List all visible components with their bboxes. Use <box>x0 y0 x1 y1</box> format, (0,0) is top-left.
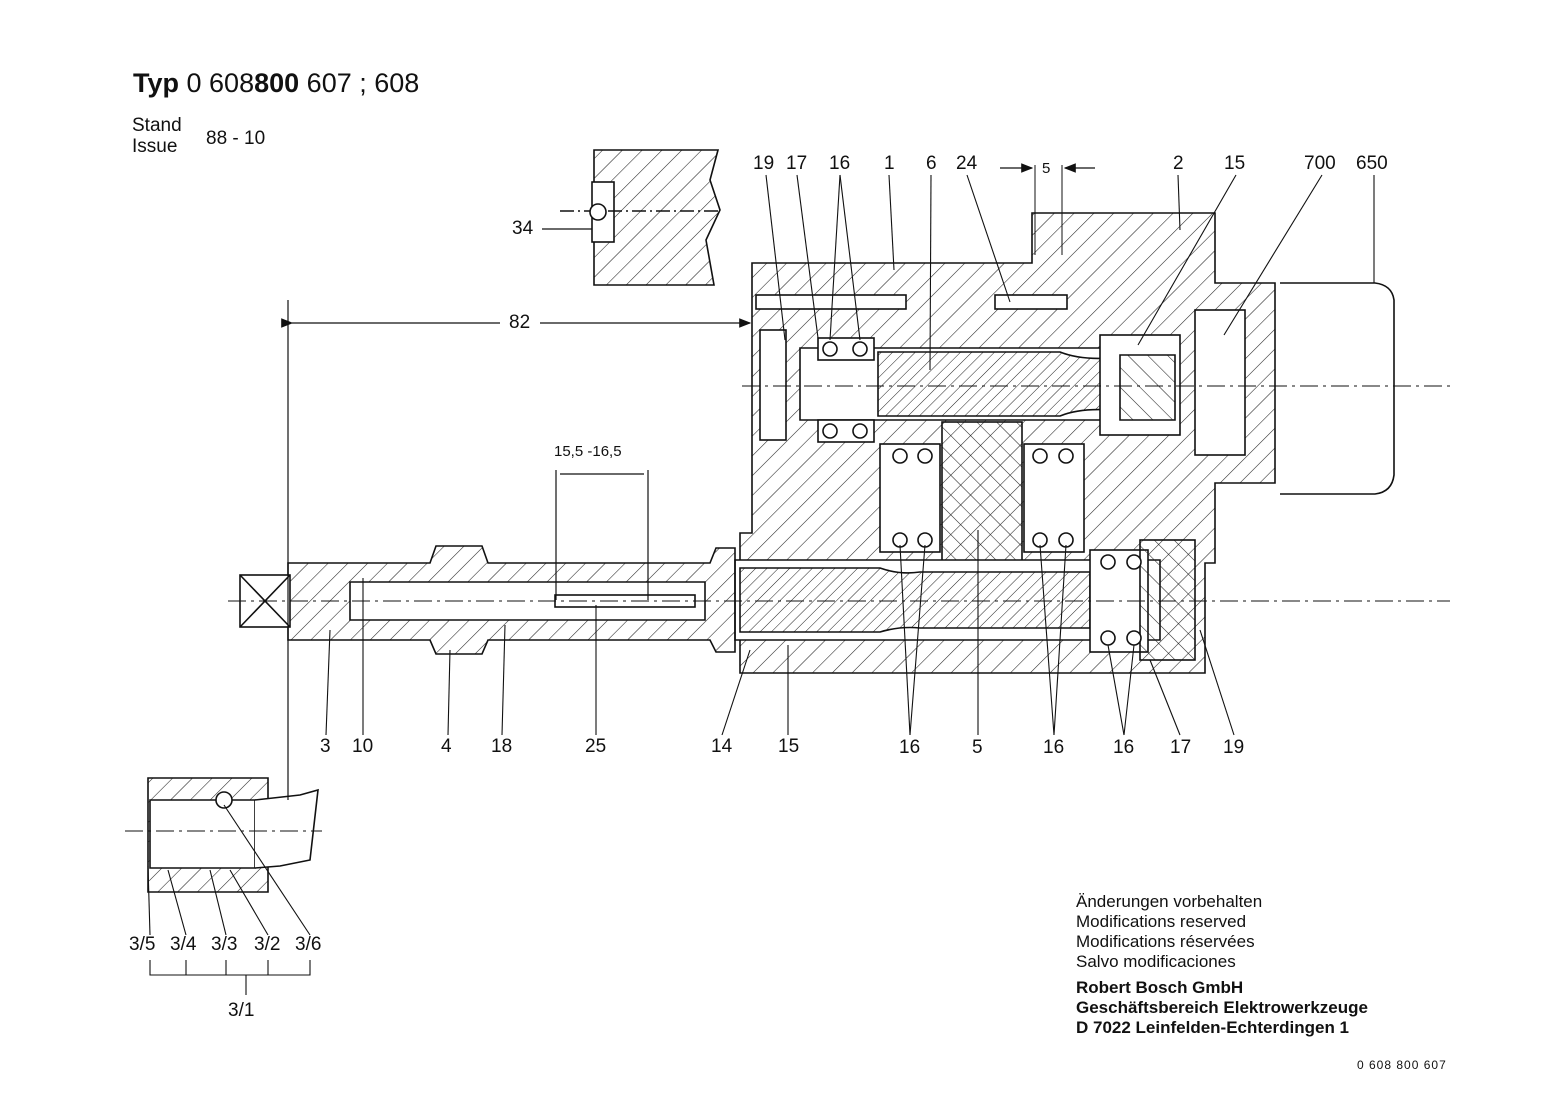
dimension-lines <box>281 163 1095 800</box>
callout-bottom-16-b: 16 <box>1043 737 1065 758</box>
typ-label: Typ <box>133 68 179 98</box>
callout-top-17: 17 <box>786 153 808 174</box>
company-address: Robert Bosch GmbH Geschäftsbereich Elekt… <box>1076 978 1368 1038</box>
callout-bottom-25: 25 <box>585 736 607 757</box>
callout-bottom-19: 19 <box>1223 737 1245 758</box>
callout-3-2: 3/2 <box>254 934 281 955</box>
callout-top-2: 2 <box>1173 153 1184 174</box>
callout-bottom-18: 18 <box>491 736 513 757</box>
callout-bottom-3: 3 <box>320 736 331 757</box>
issue-label: Issue <box>132 136 178 157</box>
callout-bottom-16-a: 16 <box>899 737 921 758</box>
spindle-assembly <box>228 545 1450 655</box>
callout-bottom-16-c: 16 <box>1113 737 1135 758</box>
drawing-title: Typ 0 608800 607 ; 608 <box>133 68 419 99</box>
notice-es: Salvo modificaciones <box>1076 952 1236 971</box>
callout-3-3: 3/3 <box>211 934 238 955</box>
callout-bottom-5: 5 <box>972 737 983 758</box>
callout-bottom-15: 15 <box>778 736 800 757</box>
callout-top-15: 15 <box>1224 153 1246 174</box>
drawing-number: 0 608 800 607 <box>1357 1058 1447 1072</box>
dimension-82: 82 <box>509 312 531 333</box>
callout-bottom-17: 17 <box>1170 737 1192 758</box>
company-name: Robert Bosch GmbH <box>1076 978 1244 997</box>
callout-bottom-10: 10 <box>352 736 374 757</box>
notice-en: Modifications reserved <box>1076 912 1247 931</box>
modifications-notice: Änderungen vorbehalten Modifications res… <box>1076 892 1262 972</box>
type-number-prefix: 0 608 <box>186 68 255 98</box>
callout-3-1: 3/1 <box>228 1000 255 1021</box>
detail-34-inset <box>560 149 721 286</box>
stand-label: Stand <box>132 115 182 136</box>
callout-34: 34 <box>512 218 534 239</box>
dimension-5: 5 <box>1042 160 1051 177</box>
bearing-balls <box>822 341 1142 646</box>
callout-top-24: 24 <box>956 153 978 174</box>
callout-3-5: 3/5 <box>129 934 156 955</box>
callout-top-16: 16 <box>829 153 851 174</box>
issue-value: 88 - 10 <box>206 128 266 149</box>
notice-de: Änderungen vorbehalten <box>1076 892 1263 911</box>
company-location: D 7022 Leinfelden-Echterdingen 1 <box>1076 1018 1350 1037</box>
callout-top-650: 650 <box>1356 153 1388 174</box>
type-number-bold: 800 <box>254 68 300 98</box>
dimension-15-5-16-5: 15,5 -16,5 <box>554 443 622 460</box>
leader-lines <box>147 174 1375 995</box>
callout-top-1: 1 <box>884 153 895 174</box>
callout-bottom-14: 14 <box>711 736 733 757</box>
callout-3-4: 3/4 <box>170 934 197 955</box>
callout-bottom-4: 4 <box>441 736 452 757</box>
type-number-suffix: 607 ; 608 <box>306 68 420 98</box>
detail-3-1-inset <box>125 777 322 893</box>
callout-top-19: 19 <box>753 153 775 174</box>
notice-fr: Modifications réservées <box>1076 932 1255 951</box>
callout-3-6: 3/6 <box>295 934 322 955</box>
callout-top-6: 6 <box>926 153 937 174</box>
callout-top-700: 700 <box>1304 153 1336 174</box>
housing-part-1 <box>734 165 1450 674</box>
company-division: Geschäftsbereich Elektrowerkzeuge <box>1076 998 1368 1017</box>
